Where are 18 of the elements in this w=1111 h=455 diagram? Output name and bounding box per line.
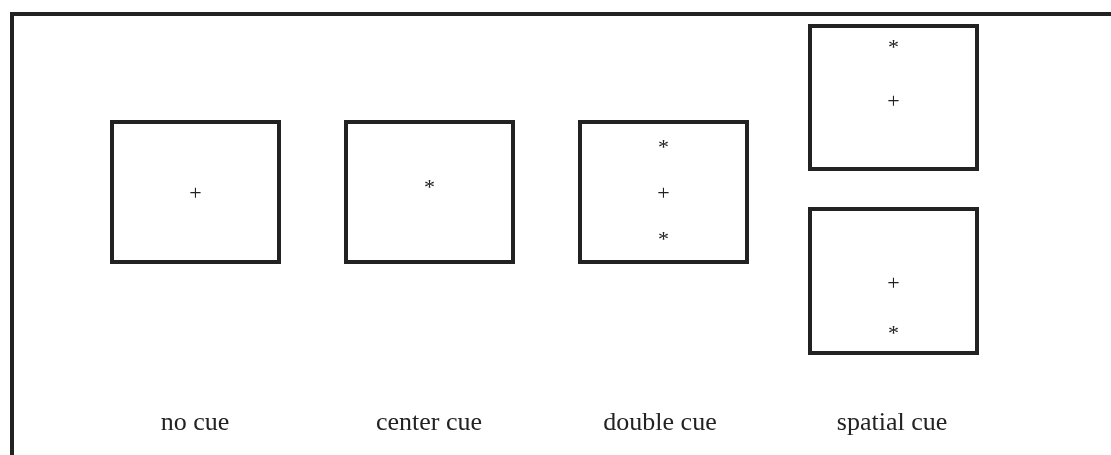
fixation-cross: + — [189, 182, 202, 204]
condition-caption: double cue — [603, 407, 717, 437]
cue-asterisk: * — [888, 322, 899, 344]
fixation-cross: + — [887, 90, 900, 112]
cue-asterisk: * — [658, 228, 669, 250]
screen-frame — [808, 207, 979, 355]
cue-asterisk: * — [888, 36, 899, 58]
fixation-cross: + — [657, 182, 670, 204]
fixation-cross: + — [887, 272, 900, 294]
condition-caption: spatial cue — [836, 407, 948, 437]
cue-asterisk: * — [424, 176, 435, 198]
screen-frame — [344, 120, 515, 264]
screen-frame — [808, 24, 979, 171]
screen-frame — [110, 120, 281, 264]
cue-asterisk: * — [658, 136, 669, 158]
condition-caption: center cue — [375, 407, 483, 437]
screen-frame — [578, 120, 749, 264]
condition-caption: no cue — [160, 407, 230, 437]
